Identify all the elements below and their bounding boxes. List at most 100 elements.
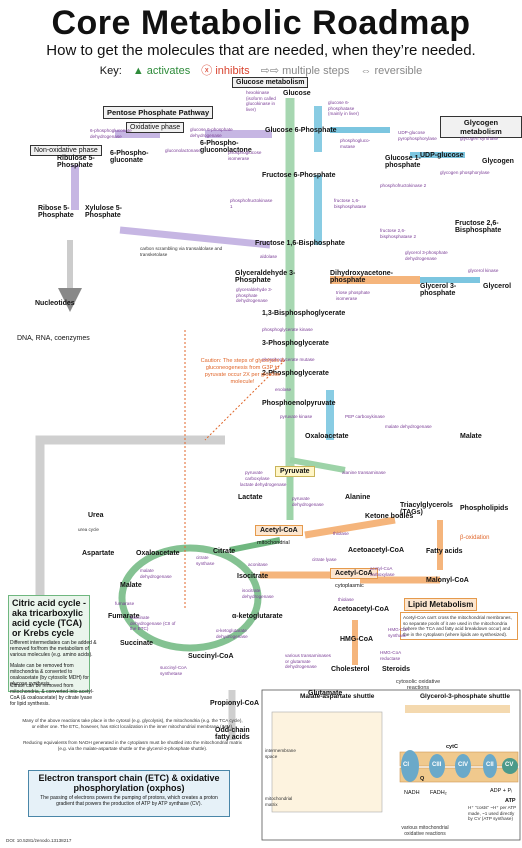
enzyme-scs: succinyl-CoA synthetase bbox=[160, 665, 187, 676]
node-glycerol-3-phosphate: Glycerol 3-phosphate bbox=[420, 283, 457, 297]
section-malate-aspartate-shuttle: Malate-aspartate shuttle bbox=[300, 693, 375, 700]
node-succinate: Succinate bbox=[120, 640, 154, 647]
node-acetyl-coa-cyto: Acetyl-CoA bbox=[330, 568, 378, 579]
node-2-phosphoglycerate: 2-Phosphoglycerate bbox=[262, 370, 329, 377]
section-glycogen-metabolism: Glycogen metabolism bbox=[440, 116, 522, 138]
enzyme-alt: alanine transaminase bbox=[342, 470, 386, 475]
node-pyruvate: Pyruvate bbox=[275, 466, 315, 477]
etc-fadh2: FADH₂ bbox=[430, 790, 447, 796]
node-lactate: Lactate bbox=[238, 494, 263, 501]
label-urea-cycle: urea cycle bbox=[78, 527, 99, 532]
node-triacylglycerols: Triacylglycerols (TAGs) bbox=[400, 502, 453, 516]
enzyme-gapdh: glyceraldehyde 3-phosphate dehydrogenase bbox=[236, 287, 273, 303]
note-carbon-scrambling: carbon scrambling via transaldolase and … bbox=[140, 246, 223, 257]
etc-atp: ATP bbox=[505, 798, 516, 804]
node-succinyl-coa: Succinyl-CoA bbox=[188, 653, 234, 660]
label-cytoplasmic: cytoplasmic bbox=[335, 583, 364, 589]
node-propionyl-coa: Propionyl-CoA bbox=[210, 700, 259, 707]
enzyme-enolase: enolase bbox=[275, 387, 292, 392]
enzyme-transaminases: various transaminases or glutamate dehyd… bbox=[285, 653, 331, 669]
node-xylulose-5-phosphate: Xylulose 5-Phosphate bbox=[85, 205, 122, 219]
enzyme-fbp2: fructose 2,6-bisphosphatase 2 bbox=[380, 228, 417, 239]
node-nucleotides: Nucleotides bbox=[35, 300, 75, 307]
node-6-phosphogluconolactone: 6-Phospho-gluconolactone bbox=[200, 140, 252, 154]
enzyme-akgdh: α-ketoglutarate dehydrogenase bbox=[216, 628, 248, 639]
section-oxidative-phase: Oxidative phase bbox=[126, 122, 185, 133]
enzyme-pyruvate-kinase: pyruvate kinase bbox=[280, 414, 313, 419]
enzyme-ldh: lactate dehydrogenase bbox=[240, 482, 287, 487]
etc-adp: ADP + Pᵢ bbox=[490, 788, 513, 794]
page-title: Core Metabolic Roadmap bbox=[51, 4, 471, 42]
enzyme-hmg-synthase: HMG-CoA synthase bbox=[388, 627, 409, 638]
key-multiple-steps: ⇨⇨ multiple steps bbox=[260, 65, 350, 77]
lipid-info-text: Acetyl-CoA can't cross the mitochondrial… bbox=[400, 612, 518, 641]
node-odd-chain-fatty-acids: Odd-chain fatty acids bbox=[215, 727, 250, 741]
node-udp-glucose: UDP-glucose bbox=[420, 152, 464, 159]
enzyme-thiolase-1: thiolase bbox=[333, 531, 349, 536]
etc-coenzyme-q: Q bbox=[420, 776, 425, 782]
label-intermembrane: intermembrane space bbox=[265, 748, 296, 759]
node-alpha-ketoglutarate: α-ketoglutarate bbox=[232, 613, 283, 620]
node-acetyl-coa-mito: Acetyl-CoA bbox=[255, 525, 303, 536]
etc-panel-title: Electron transport chain (ETC) & oxidati… bbox=[38, 773, 220, 793]
node-glutamate: Glutamate bbox=[308, 690, 343, 697]
tca-info-line-1: Different intermediates can be added & r… bbox=[10, 640, 97, 658]
enzyme-fumarase: fumarase bbox=[115, 601, 135, 606]
enzyme-hmg-reductase: HMG-CoA reductase bbox=[380, 650, 401, 661]
node-ribulose-5-phosphate: Ribulose 5-Phosphate bbox=[57, 155, 95, 169]
etc-footnote: H⁺ "costs" ~H⁺ per ATP made, ~1 used dir… bbox=[468, 805, 517, 822]
node-fructose-16-bisphosphate: Fructose 1,6-Bisphosphate bbox=[255, 240, 345, 247]
tca-info-panel: Citric acid cycle - aka tricarboxylic ac… bbox=[8, 595, 90, 692]
node-glucose-6-phosphate: Glucose 6-Phosphate bbox=[265, 127, 337, 134]
label-beta-oxidation: β-oxidation bbox=[460, 535, 490, 541]
enzyme-pgm: phosphogluco-mutase bbox=[340, 138, 371, 149]
enzyme-citrate-lyase: citrate lyase bbox=[312, 557, 337, 562]
caution-note: Caution: The steps of glycolysis & gluco… bbox=[200, 358, 285, 385]
node-3-phosphoglycerate: 3-Phosphoglycerate bbox=[262, 340, 329, 347]
glycolysis-spine bbox=[285, 98, 346, 473]
node-glycogen: Glycogen bbox=[482, 158, 514, 165]
enzyme-mdh-mito: malate dehydrogenase bbox=[140, 568, 172, 579]
enzyme-pdh: pyruvate dehydrogenase bbox=[292, 496, 324, 507]
node-ketone-bodies: Ketone bodies bbox=[365, 513, 414, 520]
section-lipid-metabolism: Lipid Metabolism bbox=[404, 598, 478, 611]
node-oxaloacetate-mito: Oxaloacetate bbox=[136, 550, 180, 557]
label-mito-oxidative: various mitochondrial oxidative reaction… bbox=[401, 825, 449, 837]
enzyme-pgk: phosphoglycerate kinase bbox=[262, 327, 313, 332]
node-citrate: Citrate bbox=[213, 548, 236, 555]
node-alanine: Alanine bbox=[345, 494, 371, 501]
section-non-oxidative-phase: Non-oxidative phase bbox=[30, 145, 102, 156]
node-acetoacetyl-coa-2: Acetoacetyl-CoA bbox=[333, 606, 390, 613]
enzyme-glycogen-phosphorylase: glycogen phosphorylase bbox=[440, 170, 490, 175]
doi-label: DOI: 10.5281/zenodo.13138217 bbox=[6, 838, 72, 843]
enzyme-aconitase: aconitase bbox=[248, 562, 268, 567]
node-phospholipids: Phospholipids bbox=[460, 505, 509, 512]
lipid-arrows bbox=[260, 516, 443, 665]
etc-nadh: NADH bbox=[404, 790, 420, 796]
enzyme-pgam: phosphoglycerate mutase bbox=[262, 357, 315, 362]
node-malate-cytosolic: Malate bbox=[460, 433, 482, 440]
tca-info-line-3: Citrate can be removed from mitochondria… bbox=[10, 683, 94, 707]
enzyme-glycogen-synthase: glycogen synthase bbox=[460, 136, 499, 141]
etc-complex-i: CI bbox=[403, 762, 409, 768]
enzyme-pepck: PEP carboxykinase bbox=[345, 414, 385, 419]
glycogen-arrows bbox=[330, 127, 480, 284]
enzyme-glycerol-kinase: glycerol kinase bbox=[468, 268, 499, 273]
node-fructose-6-phosphate: Fructose 6-Phosphate bbox=[262, 172, 336, 179]
enzyme-gluconolactonase: gluconolactonase bbox=[165, 148, 201, 153]
enzyme-udp-glucose-pyrophosphorylase: UDP-glucose pyrophosphorylase bbox=[398, 130, 437, 141]
node-glycerol: Glycerol bbox=[483, 283, 512, 290]
key-activates: ▲ activates bbox=[132, 65, 191, 77]
node-acetoacetyl-coa-1: Acetoacetyl-CoA bbox=[348, 547, 405, 554]
label-mitochondrial: mitochondrial bbox=[257, 540, 290, 546]
enzyme-pyruvate-carboxylase: pyruvate carboxylase bbox=[245, 470, 270, 481]
section-glucose-metabolism: Glucose metabolism bbox=[232, 77, 309, 88]
node-fructose-26-bisphosphate: Fructose 2,6-Bisphosphate bbox=[455, 220, 502, 234]
etc-panel-text: The passing of electrons powers the pump… bbox=[40, 795, 218, 807]
enzyme-g6pase: glucose 6-phosphatase (mainly in liver) bbox=[328, 100, 359, 116]
node-dihydroxyacetone-phosphate: Dihydroxyacetone-phosphate bbox=[330, 270, 394, 284]
key-label: Key: bbox=[99, 65, 122, 77]
node-fatty-acids: Fatty acids bbox=[426, 548, 463, 555]
enzyme-hexokinase: hexokinase (isoform called glucokinase i… bbox=[246, 90, 276, 112]
etc-complex-ii: CII bbox=[486, 762, 494, 768]
